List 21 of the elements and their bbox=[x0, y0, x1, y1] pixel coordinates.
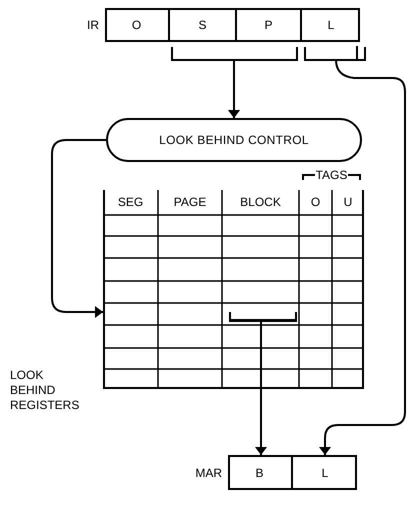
column-header: PAGE bbox=[174, 194, 206, 210]
arrow bbox=[255, 322, 267, 455]
register-field: S bbox=[170, 8, 237, 42]
arrow bbox=[228, 47, 298, 118]
register-name: MAR bbox=[195, 464, 222, 482]
register-field: B bbox=[228, 455, 293, 490]
table-caption: LOOK BEHIND REGISTERS bbox=[10, 368, 80, 413]
column-header: SEG bbox=[118, 194, 144, 210]
register-field: P bbox=[237, 8, 302, 42]
field-bracket bbox=[229, 312, 297, 322]
register-field: O bbox=[105, 8, 170, 42]
arrow bbox=[51, 139, 106, 318]
column-header: O bbox=[310, 194, 320, 210]
control-unit: LOOK BEHIND CONTROL bbox=[106, 118, 362, 162]
register-field: L bbox=[302, 8, 360, 42]
register-name: IR bbox=[87, 17, 99, 34]
column-header: U bbox=[344, 194, 352, 210]
group-header: TAGS bbox=[314, 169, 348, 181]
arrow bbox=[304, 45, 406, 456]
column-header: BLOCK bbox=[240, 194, 281, 210]
register-field: L bbox=[293, 455, 357, 490]
